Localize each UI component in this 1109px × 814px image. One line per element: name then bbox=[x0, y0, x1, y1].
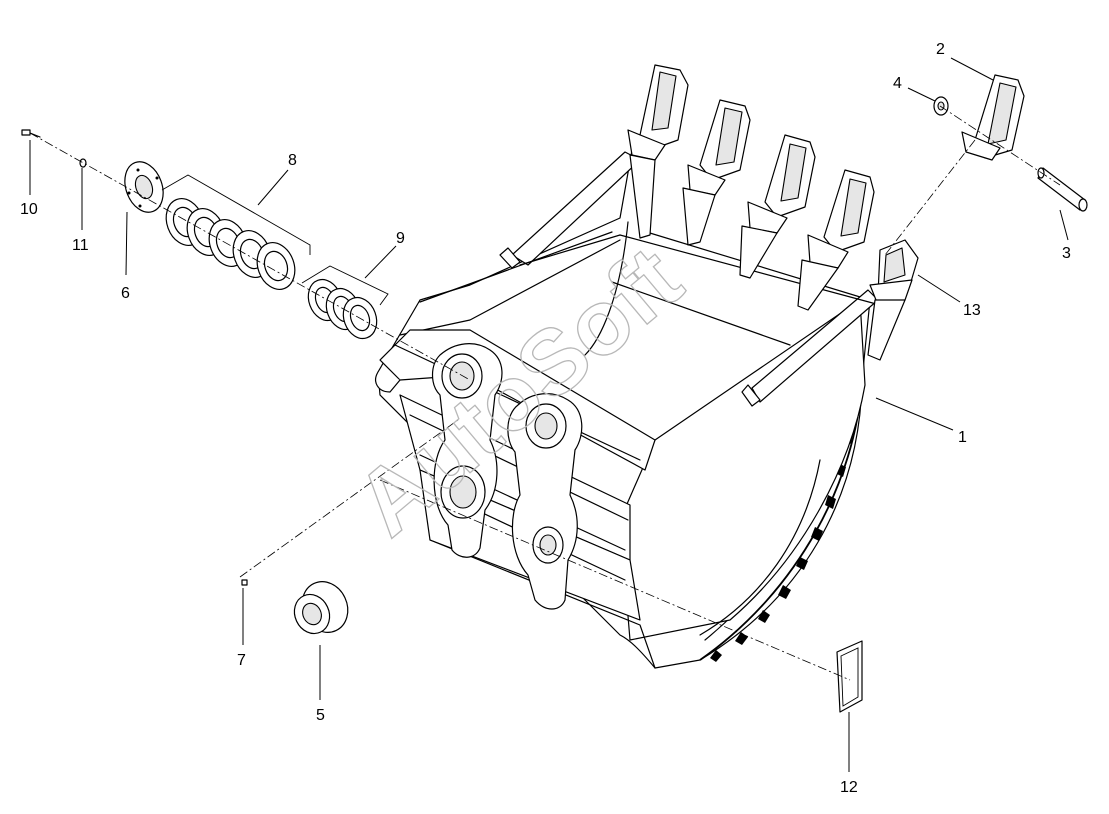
shim-stack-large bbox=[161, 174, 311, 290]
callout-7: 7 bbox=[237, 652, 246, 669]
callout-1: 1 bbox=[958, 429, 967, 446]
small-washer bbox=[79, 158, 87, 168]
bucket-body bbox=[375, 64, 919, 669]
callout-8: 8 bbox=[288, 152, 297, 169]
callout-10: 10 bbox=[20, 201, 38, 218]
callout-2: 2 bbox=[936, 41, 945, 58]
grease-fitting bbox=[241, 579, 248, 586]
teeth-row bbox=[627, 64, 919, 361]
callout-9: 9 bbox=[396, 230, 405, 247]
callout-5: 5 bbox=[316, 707, 325, 724]
identification-plate bbox=[836, 640, 863, 713]
callout-3: 3 bbox=[1062, 245, 1071, 262]
callout-12: 12 bbox=[840, 779, 858, 796]
tooth-part bbox=[961, 74, 1025, 161]
end-plate bbox=[124, 161, 164, 213]
retainer-washer bbox=[933, 96, 949, 116]
tooth-pin bbox=[1037, 167, 1088, 212]
shim-stack-small bbox=[301, 265, 389, 340]
callout-11: 11 bbox=[72, 237, 89, 254]
bushing-part bbox=[293, 581, 349, 635]
callout-13: 13 bbox=[963, 302, 981, 319]
callout-4: 4 bbox=[893, 75, 902, 92]
callout-6: 6 bbox=[121, 285, 130, 302]
